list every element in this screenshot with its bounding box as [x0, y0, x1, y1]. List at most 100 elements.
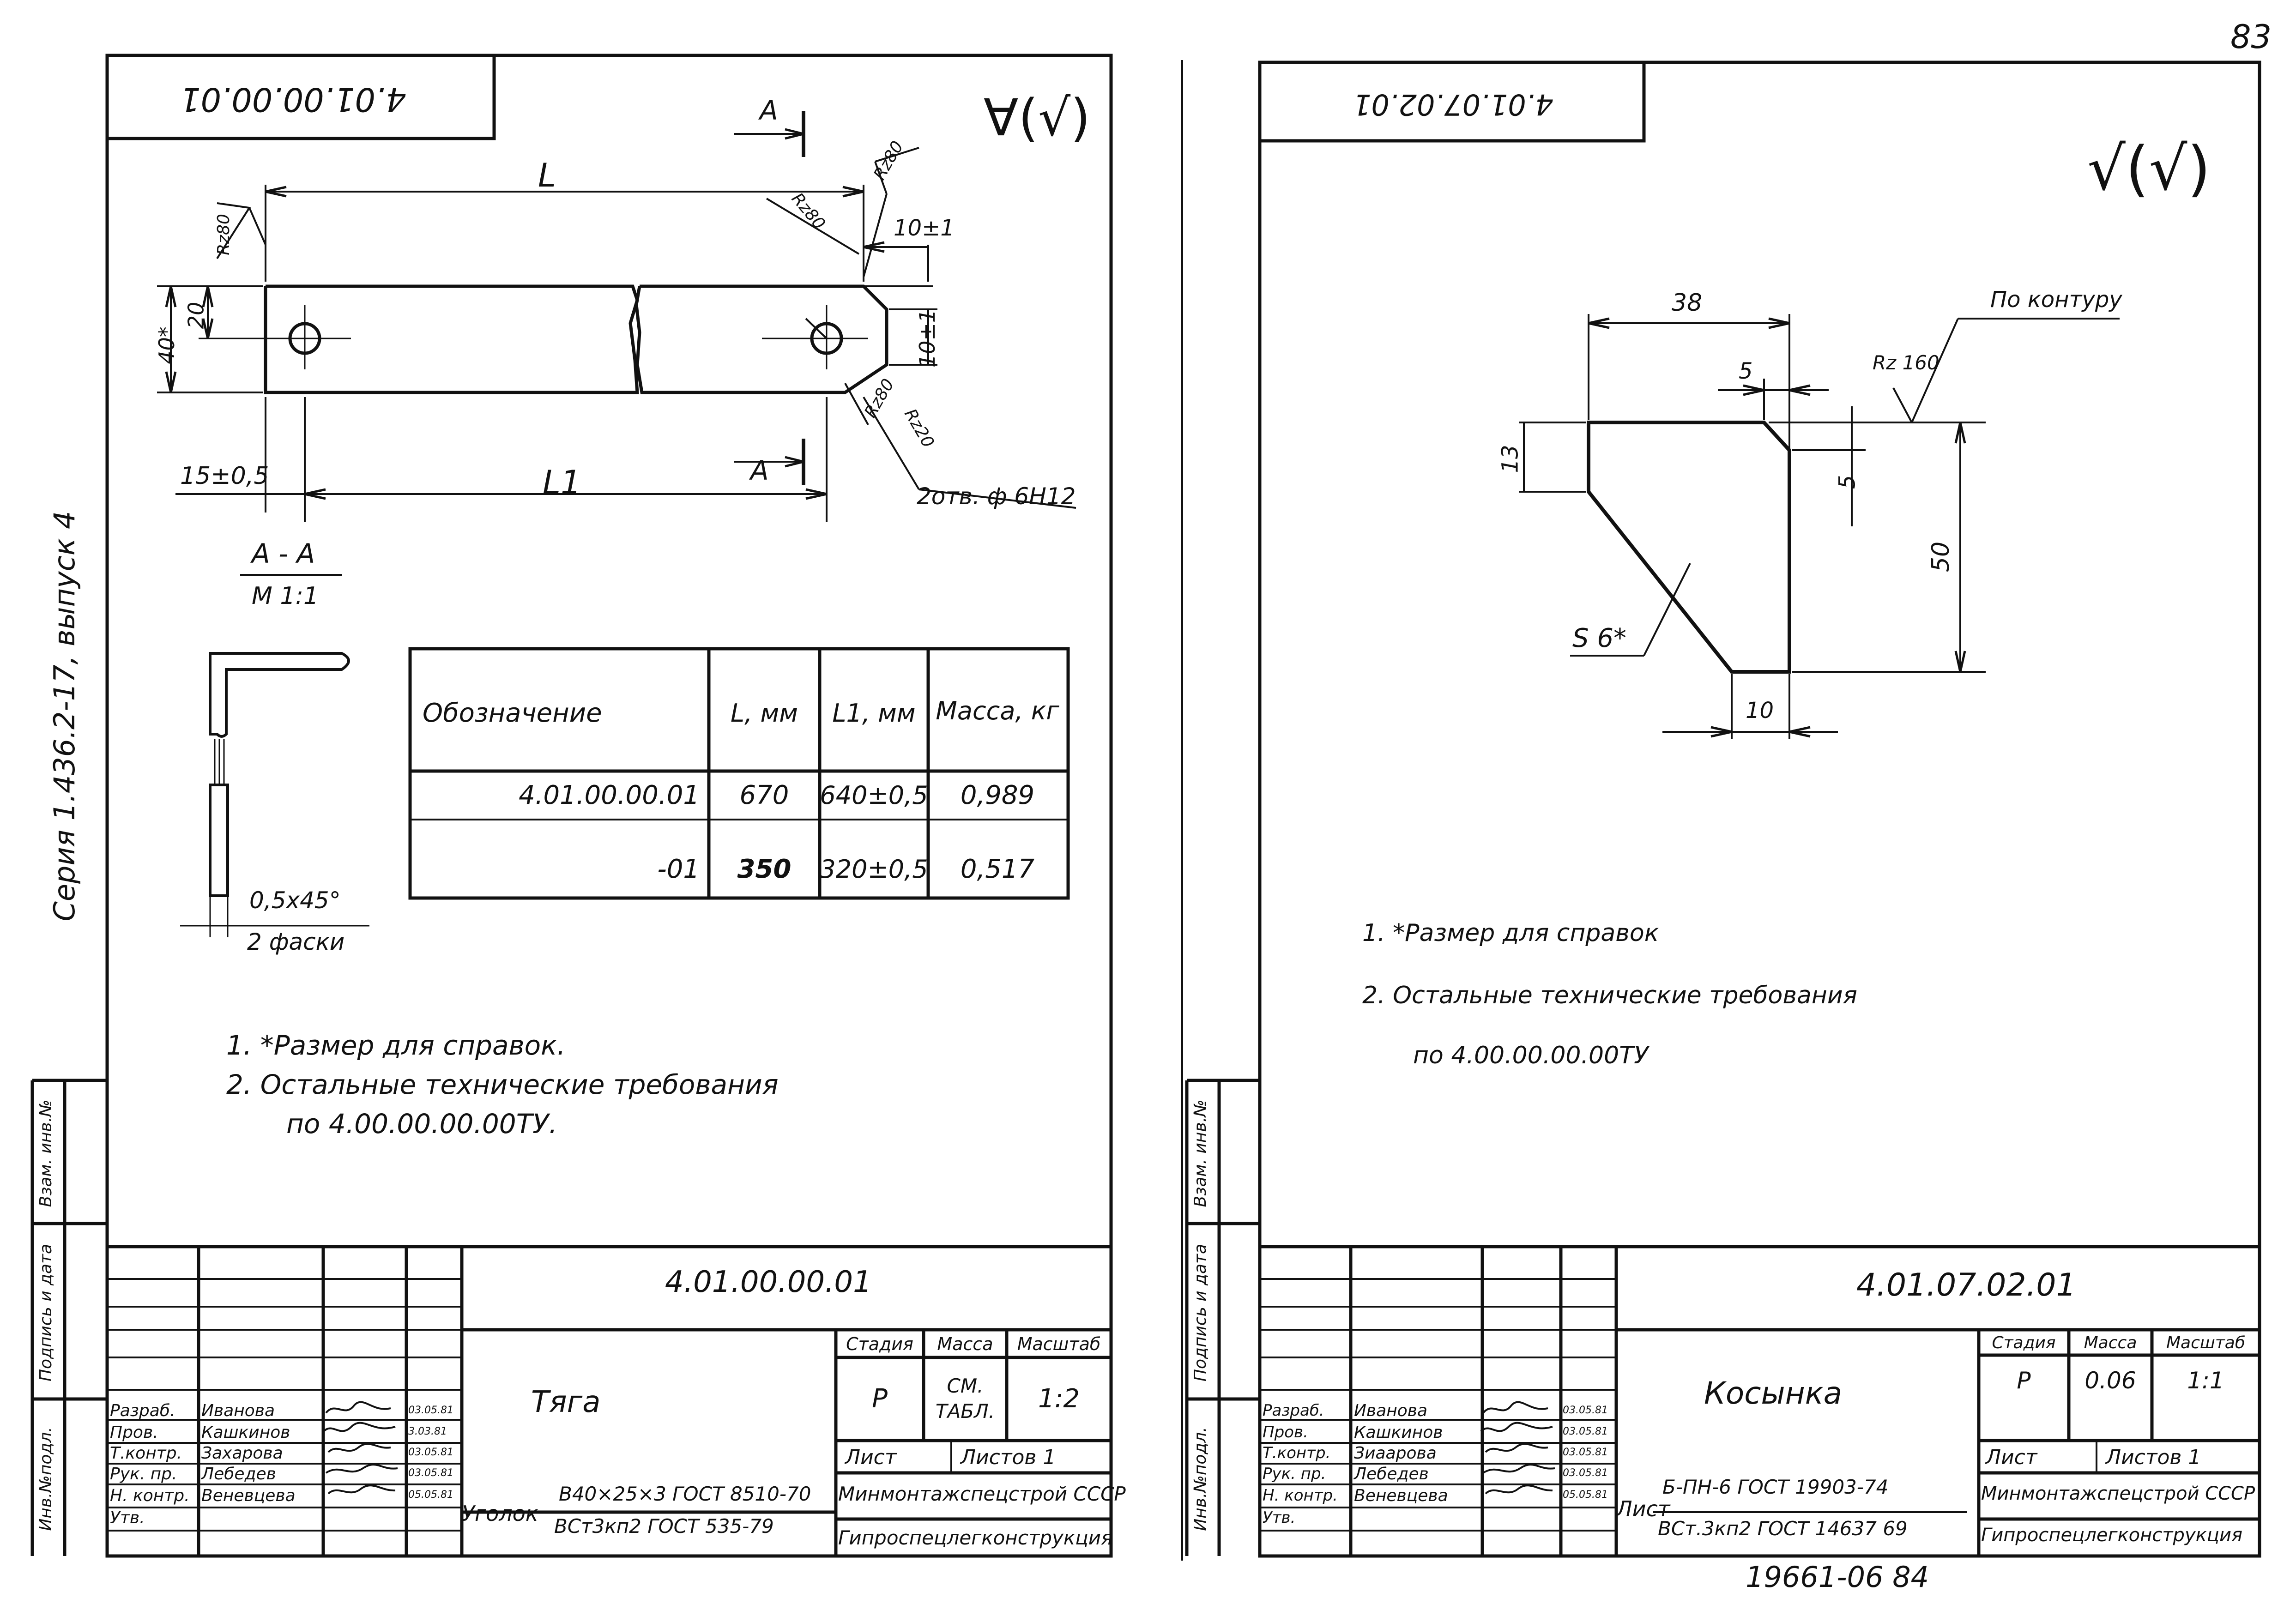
- stage-value-left: Р: [872, 1384, 888, 1414]
- sheets-count-left: Листов 1: [961, 1446, 1056, 1469]
- dim-L1: L1: [543, 464, 581, 501]
- date-checker: 3.03.81: [408, 1426, 447, 1437]
- date-ncontrol: 05.05.81: [1563, 1489, 1608, 1501]
- section-mark-bottom: A: [750, 455, 769, 486]
- thickness-s6: S 6*: [1572, 623, 1626, 653]
- name-checker: Кашкинов: [201, 1423, 290, 1442]
- page-number: 83: [2230, 18, 2272, 56]
- material-sheet-right: Б-ПН-6 ГОСТ 19903-74: [1662, 1476, 1889, 1498]
- note-2-left: 2. Остальные технические требования: [226, 1069, 779, 1100]
- role-ncontrol: Н. контр.: [1263, 1486, 1338, 1505]
- scale-header-left: Масштаб: [1017, 1334, 1101, 1354]
- mirrored-code-left: 4.01.00.00.01: [180, 80, 406, 118]
- material-steel-right: ВСт.3кп2 ГОСТ 14637 69: [1658, 1517, 1908, 1540]
- side-label-vzam-right: Взам. инв.№: [1191, 1099, 1210, 1207]
- note-1-left: 1. *Размер для справок.: [226, 1030, 566, 1061]
- name-ncontrol: Веневцева: [1354, 1486, 1448, 1505]
- mass-value-left: СМ. ТАБЛ.: [935, 1375, 995, 1423]
- date-ncontrol: 05.05.81: [408, 1489, 453, 1501]
- name-ncontrol: Веневцева: [201, 1486, 296, 1505]
- table-row2-mass: 0,517: [960, 854, 1035, 884]
- contour-note: По контуру: [1990, 287, 2122, 313]
- handwritten-signatures-right: [1480, 1401, 1555, 1495]
- roughness-mark-left: ∀(√): [984, 88, 1091, 147]
- table-row1-L: 670: [739, 780, 789, 810]
- table-row1-mass: 0,989: [960, 780, 1035, 810]
- date-developer: 03.05.81: [408, 1405, 453, 1416]
- dim-20: 20: [183, 302, 209, 329]
- org-institute-left: Гипроспецлегконструкция: [838, 1526, 1113, 1549]
- role-checker: Пров.: [1263, 1423, 1308, 1441]
- role-approved: Утв.: [1263, 1508, 1296, 1527]
- side-label-sign-right: Подпись и дата: [1191, 1243, 1210, 1382]
- section-mark-top: A: [760, 95, 778, 126]
- rz-left-end: Rz80: [214, 214, 233, 255]
- dim-5-side: 5: [1834, 475, 1861, 489]
- date-lead: 03.05.81: [408, 1467, 453, 1479]
- org-ministry-left: Минмонтажспецстрой СССР: [838, 1483, 1126, 1505]
- stage-value-right: Р: [2017, 1367, 2031, 1394]
- role-tcontrol: Т.контр.: [110, 1444, 182, 1463]
- dim-10-top: 10±1: [894, 215, 955, 241]
- series-label: Серия 1.436.2-17, выпуск 4: [48, 511, 81, 922]
- dim-15: 15±0,5: [180, 462, 269, 490]
- table-row2-L: 350: [737, 854, 792, 884]
- dim-50: 50: [1927, 541, 1955, 573]
- dim-13: 13: [1497, 445, 1523, 473]
- name-developer: Иванова: [201, 1401, 275, 1420]
- name-tcontrol: Зиаарова: [1354, 1444, 1437, 1463]
- role-developer: Разраб.: [110, 1401, 175, 1420]
- scale-value-left: 1:2: [1038, 1384, 1080, 1414]
- dim-38: 38: [1672, 289, 1703, 317]
- org-ministry-right: Минмонтажспецстрой СССР: [1981, 1483, 2255, 1504]
- material-steel-left: ВСт3кп2 ГОСТ 535-79: [554, 1515, 774, 1538]
- table-header-designation: Обозначение: [423, 698, 602, 728]
- stage-header-right: Стадия: [1992, 1333, 2056, 1352]
- bottom-stamp: 19661-06 84: [1746, 1560, 1929, 1594]
- dim-L: L: [538, 157, 556, 194]
- name-checker: Кашкинов: [1354, 1423, 1443, 1442]
- mass-header-left: Масса: [937, 1334, 993, 1354]
- table-header-L1: L1, мм: [832, 699, 916, 728]
- date-tcontrol: 03.05.81: [408, 1447, 453, 1458]
- dim-10: 10: [1746, 698, 1774, 724]
- role-developer: Разраб.: [1263, 1401, 1324, 1420]
- table-header-L: L, мм: [731, 699, 798, 728]
- dim-10-right: 10±1: [915, 309, 940, 368]
- chamfer-size: 0,5x45°: [249, 887, 341, 914]
- table-row2-L1: 320±0,5: [820, 854, 928, 884]
- side-label-sign-left: Подпись и дата: [36, 1243, 55, 1382]
- side-label-vzam-left: Взам. инв.№: [36, 1099, 55, 1207]
- title-name-left: Тяга: [531, 1385, 601, 1419]
- role-ncontrol: Н. контр.: [110, 1486, 190, 1505]
- org-institute-right: Гипроспецлегконструкция: [1981, 1525, 2243, 1546]
- dim-40: 40*: [154, 326, 179, 364]
- handwritten-signatures-left: [323, 1401, 398, 1495]
- role-approved: Утв.: [110, 1508, 145, 1527]
- scale-value-right: 1:1: [2187, 1367, 2224, 1394]
- date-checker: 03.05.81: [1563, 1426, 1608, 1437]
- title-code-right: 4.01.07.02.01: [1856, 1267, 2076, 1303]
- material-label-right: Лист: [1616, 1496, 1670, 1521]
- rz-160: Rz 160: [1873, 351, 1940, 374]
- material-label-left: Уголок: [462, 1501, 538, 1526]
- stage-header-left: Стадия: [846, 1334, 913, 1354]
- title-name-right: Косынка: [1704, 1375, 1843, 1411]
- table-row2-designation: -01: [657, 854, 700, 884]
- role-lead: Рук. пр.: [110, 1465, 177, 1483]
- section-title: A - A: [252, 538, 315, 569]
- role-checker: Пров.: [110, 1423, 158, 1442]
- role-lead: Рук. пр.: [1263, 1465, 1326, 1483]
- name-lead: Лебедев: [201, 1465, 276, 1483]
- signatures-left: Разраб. Пров. Т.контр. Рук. пр. Н. контр…: [109, 1399, 460, 1556]
- note-3-left: по 4.00.00.00.00ТУ.: [286, 1108, 557, 1140]
- date-lead: 03.05.81: [1563, 1467, 1608, 1479]
- name-tcontrol: Захарова: [201, 1444, 283, 1463]
- table-header-mass: Масса, кг: [936, 696, 1059, 725]
- role-tcontrol: Т.контр.: [1263, 1444, 1331, 1462]
- mass-value-right: 0.06: [2085, 1367, 2136, 1394]
- chamfer-count: 2 фаски: [247, 929, 345, 955]
- name-developer: Иванова: [1354, 1401, 1428, 1420]
- mass-header-right: Масса: [2084, 1333, 2137, 1352]
